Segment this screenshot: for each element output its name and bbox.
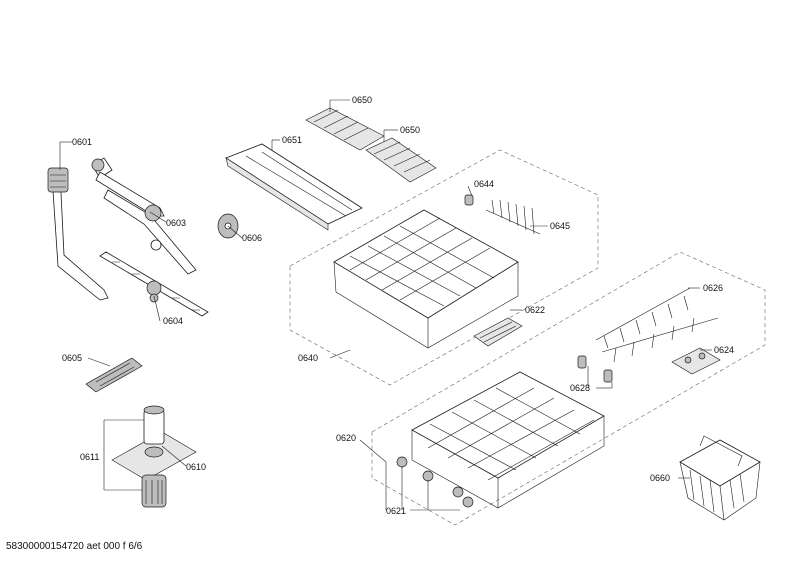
label-0611: 0611 [80,452,99,462]
cutlery-basket-drawing [679,435,761,521]
label-0601: 0601 [72,137,92,147]
label-0610: 0610 [186,462,206,472]
clip-plate-drawing [671,347,721,375]
leader-lines [59,99,712,511]
label-0604: 0604 [163,316,183,326]
label-0660: 0660 [650,473,670,483]
label-0620: 0620 [336,433,356,443]
fine-filter-drawing [141,405,167,508]
supply-tube-drawing [47,167,109,301]
upper-spray-arm-drawing [91,157,197,275]
upper-rack-boundary [289,149,599,386]
folding-tines-drawing [485,199,541,235]
label-0628: 0628 [570,383,590,393]
lower-rack-drawing [411,371,605,509]
tine-strip-drawing-1 [305,107,385,151]
label-0622: 0622 [525,305,545,315]
label-0651: 0651 [282,135,302,145]
label-0624: 0624 [714,345,734,355]
tine-rows-drawing [595,287,719,363]
upper-rack-drawing [333,209,519,349]
part-labels: 0601 0603 0604 0605 0606 0610 0611 0620 … [62,95,734,516]
label-0640: 0640 [298,353,318,363]
lower-rack-boundary [371,251,766,526]
label-0650-lower: 0650 [400,125,420,135]
flat-filter-drawing [111,431,197,481]
small-basket-drawing [473,317,523,347]
label-0644: 0644 [474,179,494,189]
label-0650-upper: 0650 [352,95,372,105]
sieve-cover-drawing [85,357,143,393]
rack-wheels-drawing [396,456,474,508]
tine-strip-drawing-2 [365,137,437,183]
label-0645: 0645 [550,221,570,231]
lower-spray-arm-drawing [99,251,209,317]
document-id: 58300000154720 aet 000 f 6/6 [6,541,143,552]
rack-clips-drawing [577,355,613,383]
label-0603: 0603 [166,218,186,228]
label-0606: 0606 [242,233,262,243]
cutlery-tray-drawing [225,143,363,231]
label-0626: 0626 [703,283,723,293]
label-0605: 0605 [62,353,82,363]
label-0621: 0621 [386,506,406,516]
clip-drawing [464,194,474,206]
